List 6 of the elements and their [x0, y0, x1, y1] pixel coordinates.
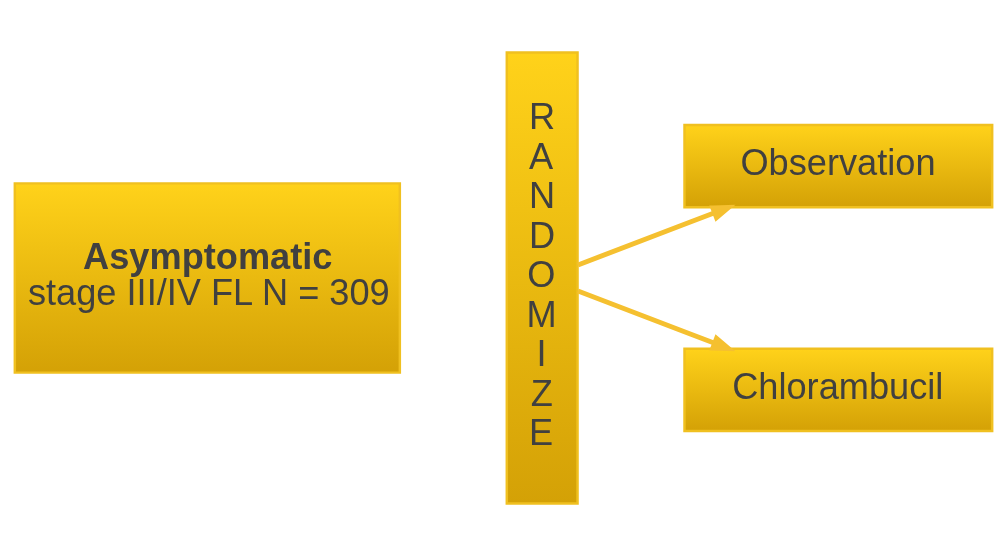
arrow — [577, 204, 736, 268]
node-box: Asymptomatic stage III/IV FL N = 309 — [13, 182, 402, 374]
node-box: RANDOMIZE — [505, 51, 579, 505]
node-box: Observation — [683, 123, 994, 209]
arrow — [577, 288, 736, 352]
node-box: Chlorambucil — [683, 347, 994, 433]
